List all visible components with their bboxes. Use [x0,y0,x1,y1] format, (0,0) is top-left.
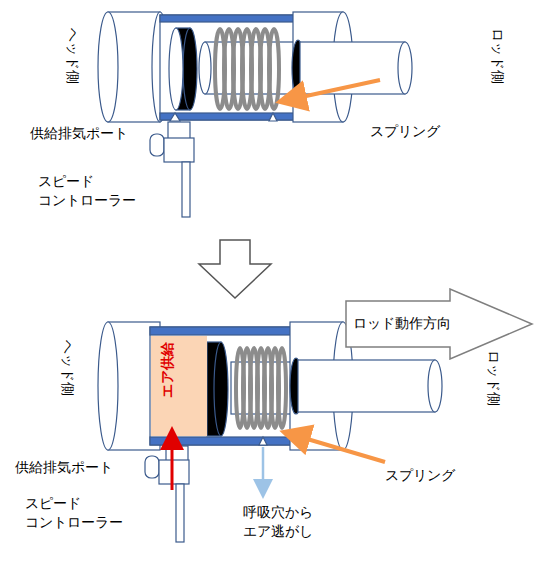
piston-rod [199,42,211,94]
side-label: ロッド側 [488,28,507,84]
arrow-shape [346,289,532,359]
chamber-text: エア供給 [159,342,177,398]
spring [236,348,286,428]
speed-controller [159,460,189,484]
breath-hole [269,113,277,121]
note-label: 呼吸穴から エア逃がし [228,503,328,541]
cylinder-retracted [98,12,412,217]
piston [183,28,197,110]
port-label: 供給排気ポート [30,124,170,143]
tube-wall [160,113,295,120]
breath-hole [259,437,267,445]
side-label: ロッド側 [484,350,503,406]
arrow-text: ロッド動作方向 [353,314,451,333]
port-label: 供給排気ポート [15,458,155,477]
speed-controller-knob [145,456,159,478]
side-label: ヘッド側 [58,340,77,396]
spring [215,29,279,109]
spring-coil [278,348,286,428]
exhaust-arrow [262,447,265,494]
cylinder-extended-inner [145,322,442,542]
speed-controller-knob [150,134,164,156]
side-label: ヘッド側 [63,28,82,84]
port-mark [170,113,180,121]
tube-wall [150,327,295,335]
spring-coil [269,29,279,109]
direction-arrow: ロッド動作方向 [345,288,535,360]
controller-label: スピード コントローラー [38,172,148,210]
tube-wall [160,15,295,22]
tube-wall [150,437,295,445]
rod [298,360,435,412]
air-tube [182,162,190,217]
head-cap-end [98,322,118,450]
port-fitting [168,122,190,140]
callout-arrow [287,433,385,462]
head-cap-end [98,12,118,122]
callout-label: スプリング [385,466,475,485]
rod-end [428,360,442,412]
speed-controller [164,138,194,162]
callout-label: スプリング [370,122,460,141]
controller-label: スピード コントローラー [25,494,135,532]
transition-arrow [199,240,271,298]
piston-face [169,28,183,110]
cylinder-tube [150,327,295,445]
cylinder-extended [98,322,295,450]
rod-end [398,42,412,94]
air-tube [176,484,184,542]
callout-arrow [283,80,380,101]
air-chamber: エア供給 [151,336,207,436]
piston [214,342,228,436]
supply-arrow [171,432,174,490]
